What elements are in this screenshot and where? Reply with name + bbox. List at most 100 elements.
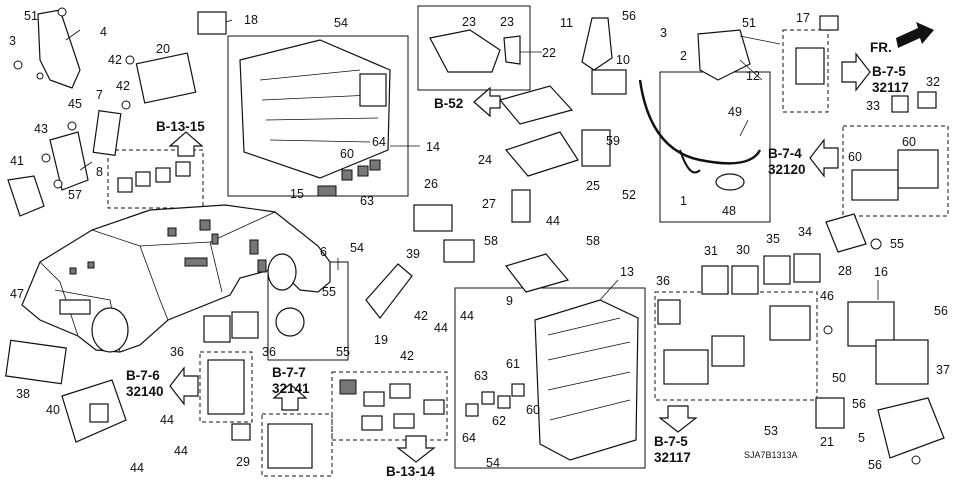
part-fuse: [341, 169, 353, 181]
callout: 51: [742, 16, 756, 30]
part-relay: [793, 253, 821, 283]
callout: 27: [482, 197, 496, 211]
part-connector: [711, 335, 745, 367]
ref-arrow-right: [841, 52, 871, 92]
callout: 7: [96, 88, 103, 102]
part-connector: [339, 379, 357, 395]
callout: 44: [546, 214, 560, 228]
callout: 36: [262, 345, 276, 359]
harness-group-frame: [659, 71, 771, 223]
ref-b75a-code: 32117: [872, 80, 909, 95]
callout: 5: [858, 431, 865, 445]
callout: 18: [244, 13, 258, 27]
callout: 36: [656, 274, 670, 288]
callout: 43: [34, 122, 48, 136]
ref-arrow-left: [473, 86, 501, 118]
part-bolt: [41, 153, 51, 163]
part-relay: [657, 299, 681, 325]
part-connector: [135, 171, 151, 187]
part-connector: [423, 399, 445, 415]
ref-arrow-left: [809, 138, 839, 178]
part-cover: [498, 85, 574, 125]
part-fuse-box: [239, 39, 391, 179]
part-module: [92, 109, 122, 157]
part-bracket: [825, 213, 867, 253]
ref-b77-code: 32141: [272, 381, 310, 396]
part-label: [89, 403, 109, 423]
callout: 13: [620, 265, 634, 279]
b1314-connector-frame: [331, 371, 448, 441]
callout: 64: [372, 135, 386, 149]
part-connector: [361, 415, 383, 431]
callout: 61: [506, 357, 520, 371]
callout: 1: [680, 194, 687, 208]
callout: 12: [746, 69, 760, 83]
callout: 14: [426, 140, 440, 154]
ref-b1315: B-13-15: [156, 119, 205, 134]
callout: 35: [766, 232, 780, 246]
callout: 42: [414, 309, 428, 323]
part-switch: [413, 204, 453, 232]
callout: 60: [526, 403, 540, 417]
callout: 45: [68, 97, 82, 111]
diagram-code: SJA7B1313A: [744, 450, 798, 460]
callout: 54: [350, 241, 364, 255]
control-unit-group-frame: [454, 287, 646, 469]
part-connector: [663, 349, 709, 385]
callout: 44: [160, 413, 174, 427]
part-module: [135, 52, 197, 104]
callout: 22: [542, 46, 556, 60]
callout: 55: [890, 237, 904, 251]
part-nut: [823, 325, 833, 335]
part-relay: [917, 91, 937, 109]
callout: 58: [484, 234, 498, 248]
callout: 53: [764, 424, 778, 438]
callout: 4: [100, 25, 107, 39]
callout: 17: [796, 11, 810, 25]
orientation-label: FR.: [870, 40, 892, 55]
part-bolt: [67, 121, 77, 131]
ref-arrow-up: [168, 131, 204, 157]
part-clip: [503, 35, 521, 65]
part-fuse: [369, 159, 381, 171]
callout: 38: [16, 387, 30, 401]
part-relay: [819, 15, 839, 31]
b75a-connector-frame: [782, 29, 829, 113]
callout: 40: [46, 403, 60, 417]
part-module: [365, 263, 413, 319]
ref-b76: B-7-6: [126, 368, 160, 383]
ref-b74: B-7-4: [768, 146, 802, 161]
callout: 26: [424, 177, 438, 191]
ref-b76-code: 32140: [126, 384, 164, 399]
part-module: [875, 339, 929, 385]
ref-b52: B-52: [434, 96, 463, 111]
part-connector: [769, 305, 811, 341]
part-connector: [795, 47, 825, 85]
b76-connector-frame: [199, 351, 253, 423]
part-connector: [481, 391, 495, 405]
callout: 49: [728, 105, 742, 119]
part-relay: [891, 95, 909, 113]
part-harness: [679, 149, 701, 174]
reference-labels: B-13-15 B-52 B-7-5 32117 B-7-4 32120 B-7…: [126, 40, 909, 479]
front-direction-arrow: [896, 22, 934, 48]
callout: 44: [460, 309, 474, 323]
callout: 34: [798, 225, 812, 239]
callout: 11: [560, 16, 573, 30]
part-bolt: [53, 179, 63, 189]
callout: 28: [838, 264, 852, 278]
callout: 32: [926, 75, 940, 89]
callout: 56: [852, 397, 866, 411]
callout: 37: [936, 363, 950, 377]
ref-b75b: B-7-5: [654, 434, 688, 449]
callout: 21: [820, 435, 834, 449]
part-control-unit: [534, 299, 639, 461]
car-outline: [21, 204, 331, 353]
callout: 10: [616, 53, 630, 67]
b74-connector-frame: [842, 125, 949, 217]
part-bracket: [581, 17, 613, 71]
callout: 15: [290, 187, 304, 201]
callout: 39: [406, 247, 420, 261]
part-module: [877, 397, 945, 459]
